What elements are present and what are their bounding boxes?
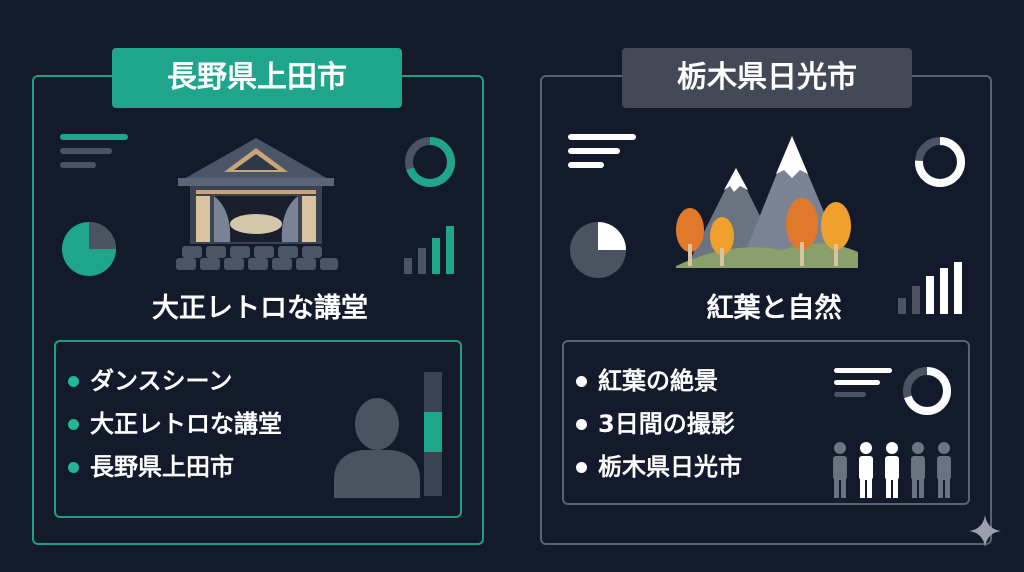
auditorium-icon bbox=[176, 138, 338, 270]
left-panel-title: 長野県上田市 bbox=[112, 48, 402, 108]
bullet-icon bbox=[576, 462, 587, 473]
left-bullet-list: ダンスシーン 大正レトロな講堂 長野県上田市 bbox=[68, 360, 282, 489]
list-item: 紅葉の絶景 bbox=[576, 360, 742, 403]
people-icon bbox=[833, 442, 951, 498]
mountain-autumn-trees-icon bbox=[676, 136, 858, 268]
pie-chart-icon bbox=[570, 222, 626, 278]
donut-icon bbox=[405, 137, 455, 187]
list-item: ダンスシーン bbox=[68, 360, 282, 403]
pie-chart-icon bbox=[62, 222, 116, 276]
donut-icon bbox=[903, 367, 951, 415]
bullet-icon bbox=[68, 419, 79, 430]
list-item: 大正レトロな講堂 bbox=[68, 403, 282, 446]
vertical-gauge-icon bbox=[424, 372, 442, 496]
donut-icon bbox=[915, 137, 965, 187]
person-silhouette-icon bbox=[334, 398, 420, 498]
bar-chart-icon bbox=[898, 262, 962, 314]
list-item: 3日間の撮影 bbox=[576, 403, 742, 446]
right-info-box bbox=[562, 340, 970, 505]
list-item: 長野県上田市 bbox=[68, 446, 282, 489]
right-caption: 紅葉と自然 bbox=[706, 293, 842, 324]
right-panel-title: 栃木県日光市 bbox=[622, 48, 912, 108]
sparkle-icon bbox=[969, 515, 1001, 547]
list-item: 栃木県日光市 bbox=[576, 446, 742, 489]
left-caption: 大正レトロな講堂 bbox=[152, 293, 368, 324]
bullet-icon bbox=[68, 376, 79, 387]
text-lines-icon bbox=[568, 134, 636, 168]
bullet-icon bbox=[576, 376, 587, 387]
bar-chart-icon bbox=[404, 226, 454, 274]
bullet-icon bbox=[68, 462, 79, 473]
bullet-icon bbox=[576, 419, 587, 430]
left-info-box bbox=[54, 340, 462, 518]
text-lines-icon bbox=[834, 368, 892, 397]
right-bullet-list: 紅葉の絶景 3日間の撮影 栃木県日光市 bbox=[576, 360, 742, 489]
text-lines-icon bbox=[60, 134, 128, 168]
